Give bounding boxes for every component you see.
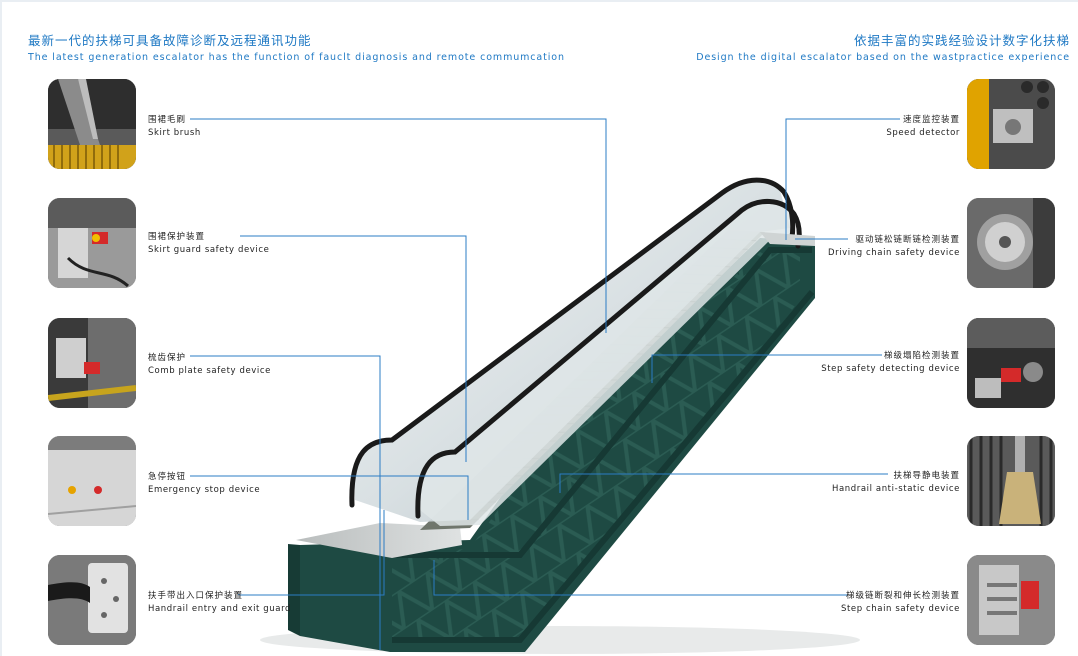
comb-plate-photo [48,318,136,408]
callout-skirt-brush: 围裙毛刷 Skirt brush [148,113,201,138]
callout-skirt-guard: 围裙保护装置 Skirt guard safety device [148,230,270,255]
step-safety-photo [967,318,1055,408]
speed-detector-photo [967,79,1055,169]
callout-label-en: Handrail entry and exit guard [148,604,292,614]
heading-right: 依据丰富的实践经验设计数字化扶梯 Design the digital esca… [696,30,1070,63]
callout-label-cn: 速度监控装置 [902,115,960,125]
callout-speed-detector: 速度监控装置 Speed detector [886,113,960,138]
callout-emergency-stop: 急停按钮 Emergency stop device [148,470,260,495]
truss-top-chord [390,247,812,558]
callout-label-en: Driving chain safety device [827,248,960,258]
callout-label-cn: 急停按钮 [148,472,187,482]
heading-left-cn: 最新一代的扶梯可具备故障诊断及远程通讯功能 [28,33,312,48]
callout-step-chain: 梯级链断裂和伸长检测装置 Step chain safety device [841,589,960,614]
skirt-guard-photo [48,198,136,288]
callout-label-en: Skirt brush [148,128,201,138]
frame-left-line [0,0,2,656]
balustrade-inner [419,203,795,526]
callout-label-en: Comb plate safety device [148,366,271,376]
frame-top-line [0,0,1078,2]
truss-bottom-chord [392,290,815,643]
heading-left-en: The latest generation escalator has the … [28,52,565,63]
emergency-stop-photo [48,436,136,526]
callout-label-cn: 梳齿保护 [148,353,187,363]
callout-step-safety: 梯级塌陷检测装置 Step safety detecting device [821,349,960,374]
callout-anti-static: 扶梯导静电装置 Handrail anti-static device [832,469,960,494]
callout-driving-chain: 驱动链松链断链检测装置 Driving chain safety device [828,233,960,258]
callout-label-cn: 梯级链断裂和伸长检测装置 [845,591,960,601]
driving-chain-photo [967,198,1055,288]
callout-label-en: Handrail anti-static device [831,484,960,494]
callout-label-cn: 驱动链松链断链检测装置 [855,235,960,245]
callout-label-en: Emergency stop device [148,485,261,495]
step-chain-photo [967,555,1055,645]
anti-static-photo [967,436,1055,526]
heading-left: 最新一代的扶梯可具备故障诊断及远程通讯功能 The latest generat… [28,30,565,63]
callout-label-cn: 扶梯导静电装置 [893,471,960,481]
callout-label-cn: 扶手带出入口保护装置 [148,591,244,601]
callout-comb-plate: 梳齿保护 Comb plate safety device [148,351,271,376]
callout-label-en: Skirt guard safety device [148,245,270,255]
callout-handrail-entry: 扶手带出入口保护装置 Handrail entry and exit guard [148,589,291,614]
callout-label-cn: 围裙保护装置 [148,232,206,242]
handrail-entry-photo [48,555,136,645]
callout-label-en: Step safety detecting device [821,364,960,374]
callout-label-en: Speed detector [886,128,960,138]
callout-label-cn: 梯级塌陷检测装置 [883,351,960,361]
callout-label-cn: 围裙毛刷 [148,115,187,125]
heading-right-cn: 依据丰富的实践经验设计数字化扶梯 [853,33,1070,48]
skirt-brush-photo [48,79,136,169]
callout-label-en: Step chain safety device [840,604,960,614]
truss-lattice [392,252,800,640]
heading-right-en: Design the digital escalator based on th… [696,52,1070,63]
